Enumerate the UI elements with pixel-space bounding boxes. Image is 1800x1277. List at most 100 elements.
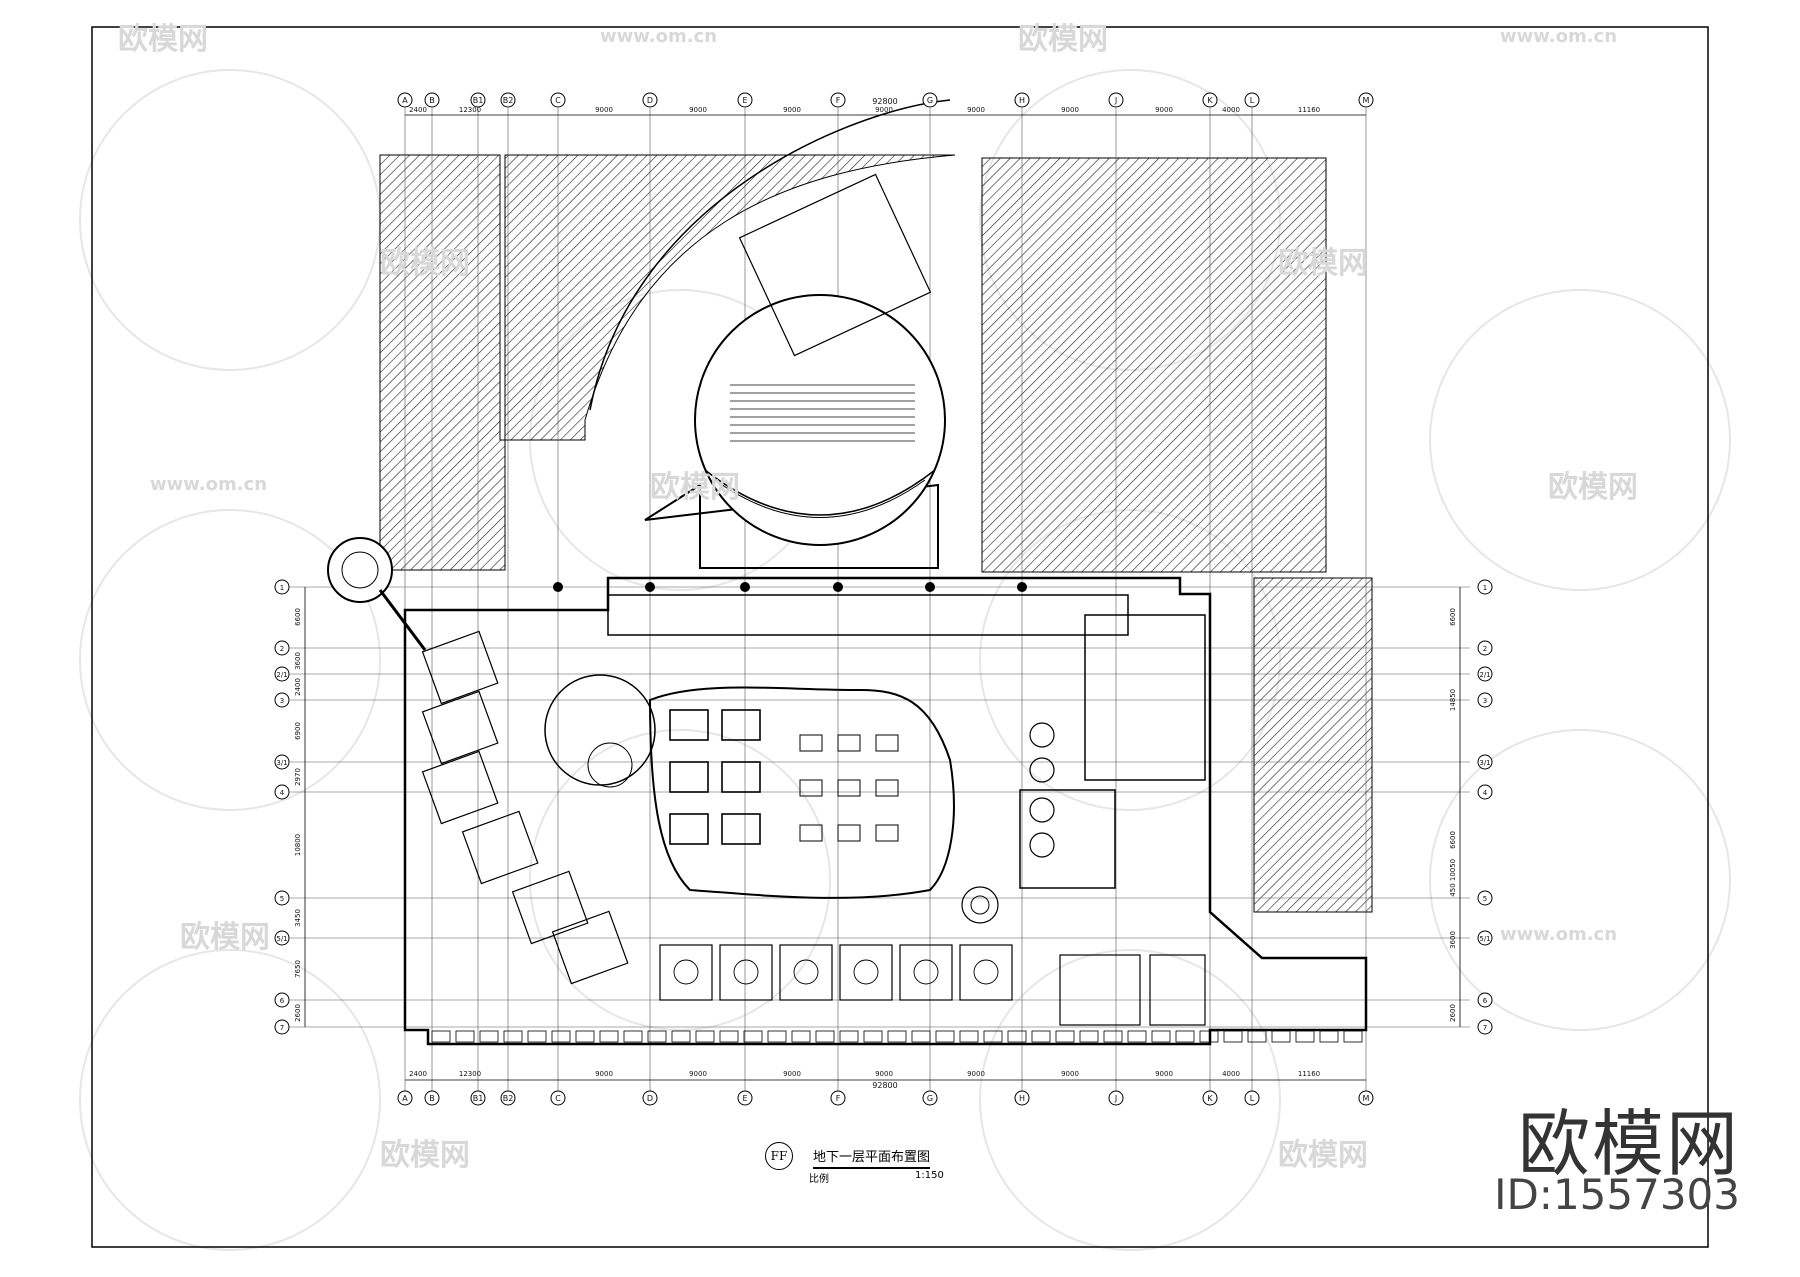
curved-path — [589, 99, 951, 411]
perimeter-bay — [1079, 1030, 1099, 1043]
grid-label-top: K — [1207, 96, 1213, 105]
right-room — [1019, 789, 1116, 889]
dim-text-top: 4000 — [1222, 106, 1240, 114]
grid-bubble-right — [1477, 930, 1493, 946]
dim-text-right: 6600 — [1449, 608, 1457, 626]
grid-label-right: 3/1 — [1479, 759, 1490, 767]
watermark-small-brand: 欧模网 — [380, 1138, 470, 1173]
grid-bubble-top — [1358, 92, 1374, 108]
watermark-circle — [1429, 289, 1731, 591]
dim-text-right: 14850 — [1449, 689, 1457, 711]
perimeter-bay — [983, 1030, 1003, 1043]
grid-bubble-top — [1108, 92, 1124, 108]
grid-label-left: 2 — [280, 645, 284, 653]
watermark-circles — [79, 69, 1731, 1251]
grid-bubble-bottom — [1014, 1090, 1030, 1106]
perimeter-bay — [1151, 1030, 1171, 1043]
dim-text-left: 2400 — [294, 678, 302, 696]
building-walls — [327, 99, 1368, 1046]
grid-label-left: 7 — [280, 1024, 284, 1032]
structural-column — [553, 582, 563, 592]
dim-text-right: 6600 — [1449, 831, 1457, 849]
dim-text-bottom: 9000 — [1155, 1070, 1173, 1078]
grid-label-top: A — [402, 96, 408, 105]
perimeter-bay — [1175, 1030, 1195, 1043]
grid-bubble-bottom — [642, 1090, 658, 1106]
grid-label-left: 2/1 — [276, 671, 287, 679]
lounge-table — [875, 779, 899, 797]
amphitheater-steps — [704, 469, 936, 516]
guest-room — [551, 910, 629, 985]
grid-label-top: M — [1363, 96, 1370, 105]
grid-label-top: H — [1019, 96, 1025, 105]
grid-label-right: 2/1 — [1479, 671, 1490, 679]
grid-label-top: C — [555, 96, 561, 105]
dim-text-bottom: 9000 — [967, 1070, 985, 1078]
grid-bubble-top — [397, 92, 413, 108]
watermark-small-brand: 欧模网 — [1278, 246, 1368, 281]
watermark-circle — [1429, 729, 1731, 1031]
dim-text-top: 9000 — [1061, 106, 1079, 114]
grid-bubble-right — [1477, 692, 1493, 708]
grid-label-left: 3/1 — [276, 759, 287, 767]
round-booth — [1029, 757, 1055, 783]
grid-bubble-left — [274, 890, 290, 906]
scale-label: 比例 — [809, 1174, 829, 1185]
perimeter-bay — [815, 1030, 835, 1043]
perimeter-bay — [551, 1030, 571, 1043]
sheet-mark: FF — [765, 1142, 793, 1170]
watermark-brand: 欧模网 — [1517, 1102, 1740, 1186]
dining-table — [853, 959, 879, 985]
grid-bubble-left — [274, 666, 290, 682]
grid-bubble-bottom — [470, 1090, 486, 1106]
watermark-small-brand: 欧模网 — [118, 22, 208, 57]
perimeter-bay — [743, 1030, 763, 1043]
grid-label-top: F — [836, 96, 841, 105]
central-lounge — [648, 686, 955, 899]
dim-text-left: 2600 — [294, 1004, 302, 1022]
amphitheater-steps — [714, 479, 926, 518]
dim-text-left: 6900 — [294, 722, 302, 740]
dim-text-top: 9000 — [783, 106, 801, 114]
perimeter-bay — [1247, 1030, 1267, 1043]
dim-text-left: 3600 — [294, 652, 302, 670]
perimeter-bay — [431, 1030, 451, 1043]
perimeter-bay — [791, 1030, 811, 1043]
grid-label-left: 4 — [280, 789, 285, 797]
grid-label-right: 1 — [1483, 584, 1487, 592]
dim-overall-top: 92800 — [872, 97, 897, 106]
dim-text-right: 2600 — [1449, 1004, 1457, 1022]
drawing-title: 地下一层平面布置图 — [813, 1146, 931, 1169]
perimeter-bay — [575, 1030, 595, 1043]
round-booth — [1029, 832, 1055, 858]
grid-label-top: B1 — [473, 96, 484, 105]
grid-bubble-left — [274, 754, 290, 770]
dining-table — [673, 959, 699, 985]
grid-bubble-top — [550, 92, 566, 108]
perimeter-bay — [599, 1030, 619, 1043]
grid-label-bottom: F — [836, 1094, 841, 1103]
grid-label-top: B — [429, 96, 435, 105]
private-dining-room — [779, 944, 833, 1001]
lounge-table — [799, 824, 823, 842]
grid-bubble-left — [274, 692, 290, 708]
grid-label-bottom: M — [1363, 1094, 1370, 1103]
private-dining-room — [719, 944, 773, 1001]
private-dining-room — [959, 944, 1013, 1001]
grid-label-bottom: G — [927, 1094, 933, 1103]
perimeter-bay — [479, 1030, 499, 1043]
watermark-circle — [79, 69, 381, 371]
guest-room — [461, 810, 539, 885]
perimeter-bay — [1295, 1030, 1315, 1043]
perimeter-bay — [959, 1030, 979, 1043]
grid-bubble-top — [470, 92, 486, 108]
dim-text-right: 3600 — [1449, 931, 1457, 949]
grid-bubble-bottom — [737, 1090, 753, 1106]
booth-table — [721, 813, 761, 845]
guest-room — [511, 870, 589, 945]
grid-bubble-left — [274, 579, 290, 595]
grid-bubble-bottom — [922, 1090, 938, 1106]
grid-bubble-left — [274, 1019, 290, 1035]
